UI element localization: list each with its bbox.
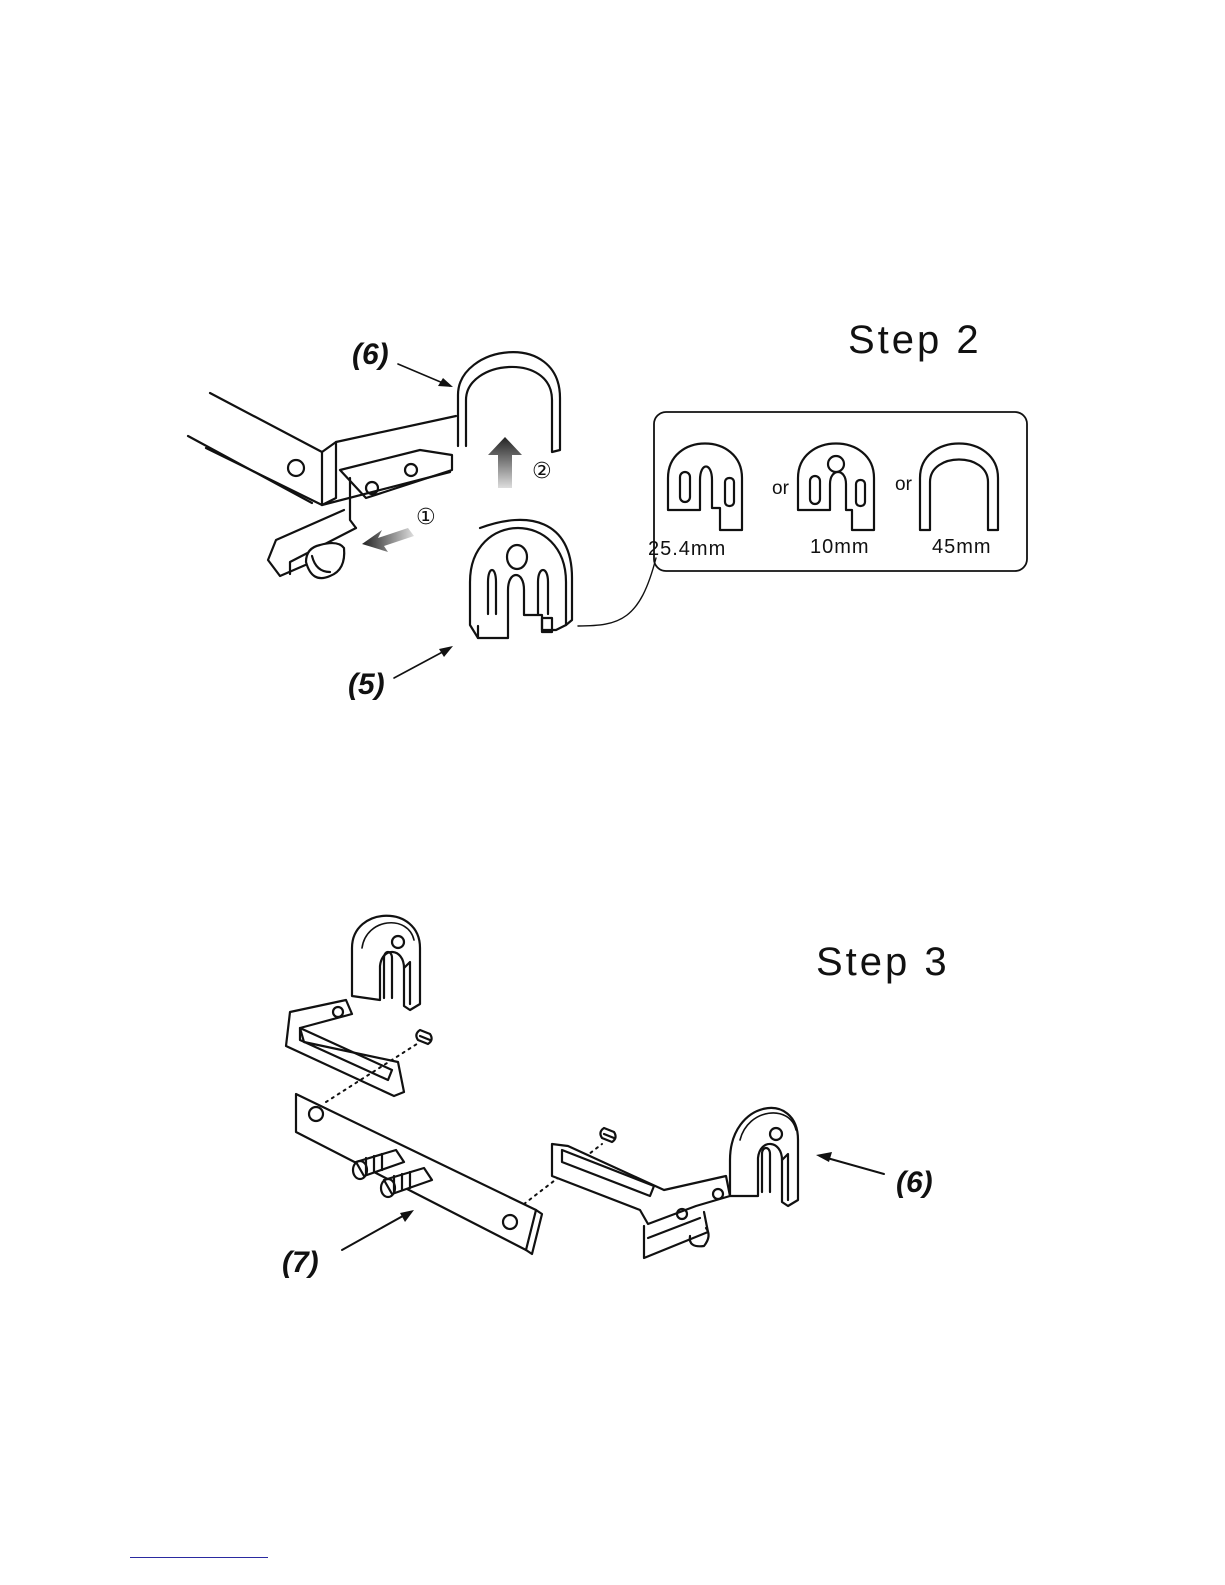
step3-illustration bbox=[286, 916, 884, 1258]
step-3-title: Step 3 bbox=[816, 940, 950, 985]
mounting-bar bbox=[296, 1094, 542, 1254]
pointer-arrow-icon bbox=[438, 378, 453, 387]
pointer-arrow-icon bbox=[400, 1210, 414, 1222]
arrow-left-icon bbox=[362, 528, 414, 552]
adapter-plate bbox=[470, 520, 572, 638]
bracket-left bbox=[286, 916, 420, 1096]
part-label-5: (5) bbox=[348, 668, 385, 702]
step-2-title: Step 2 bbox=[848, 318, 982, 363]
part-label-6-step3: (6) bbox=[896, 1166, 933, 1200]
option-separator: or bbox=[772, 478, 789, 500]
action-number-1: ① bbox=[416, 504, 436, 530]
action-number-2: ② bbox=[532, 458, 552, 484]
plate-option-45mm bbox=[920, 444, 998, 531]
arrow-up-icon bbox=[488, 437, 522, 488]
step2-illustration bbox=[188, 352, 1027, 678]
plate-option-25mm bbox=[668, 444, 742, 531]
pointer-arrow-icon bbox=[439, 646, 453, 657]
callout-line bbox=[578, 558, 656, 626]
part-label-7: (7) bbox=[282, 1246, 319, 1280]
hook-bracket-outline bbox=[458, 352, 560, 452]
plate-size-label: 25.4mm bbox=[648, 538, 726, 561]
plate-size-label: 10mm bbox=[810, 536, 870, 559]
adjustment-knob bbox=[268, 510, 356, 578]
bracket-right bbox=[552, 1108, 798, 1258]
plate-option-10mm bbox=[798, 444, 874, 531]
footer-divider bbox=[130, 1557, 268, 1558]
screw-right bbox=[600, 1128, 615, 1142]
screw-left bbox=[416, 1030, 431, 1044]
option-separator: or bbox=[895, 474, 912, 496]
pointer-arrow-icon bbox=[816, 1152, 832, 1162]
part-label-6: (6) bbox=[352, 338, 389, 372]
plate-size-label: 45mm bbox=[932, 536, 992, 559]
